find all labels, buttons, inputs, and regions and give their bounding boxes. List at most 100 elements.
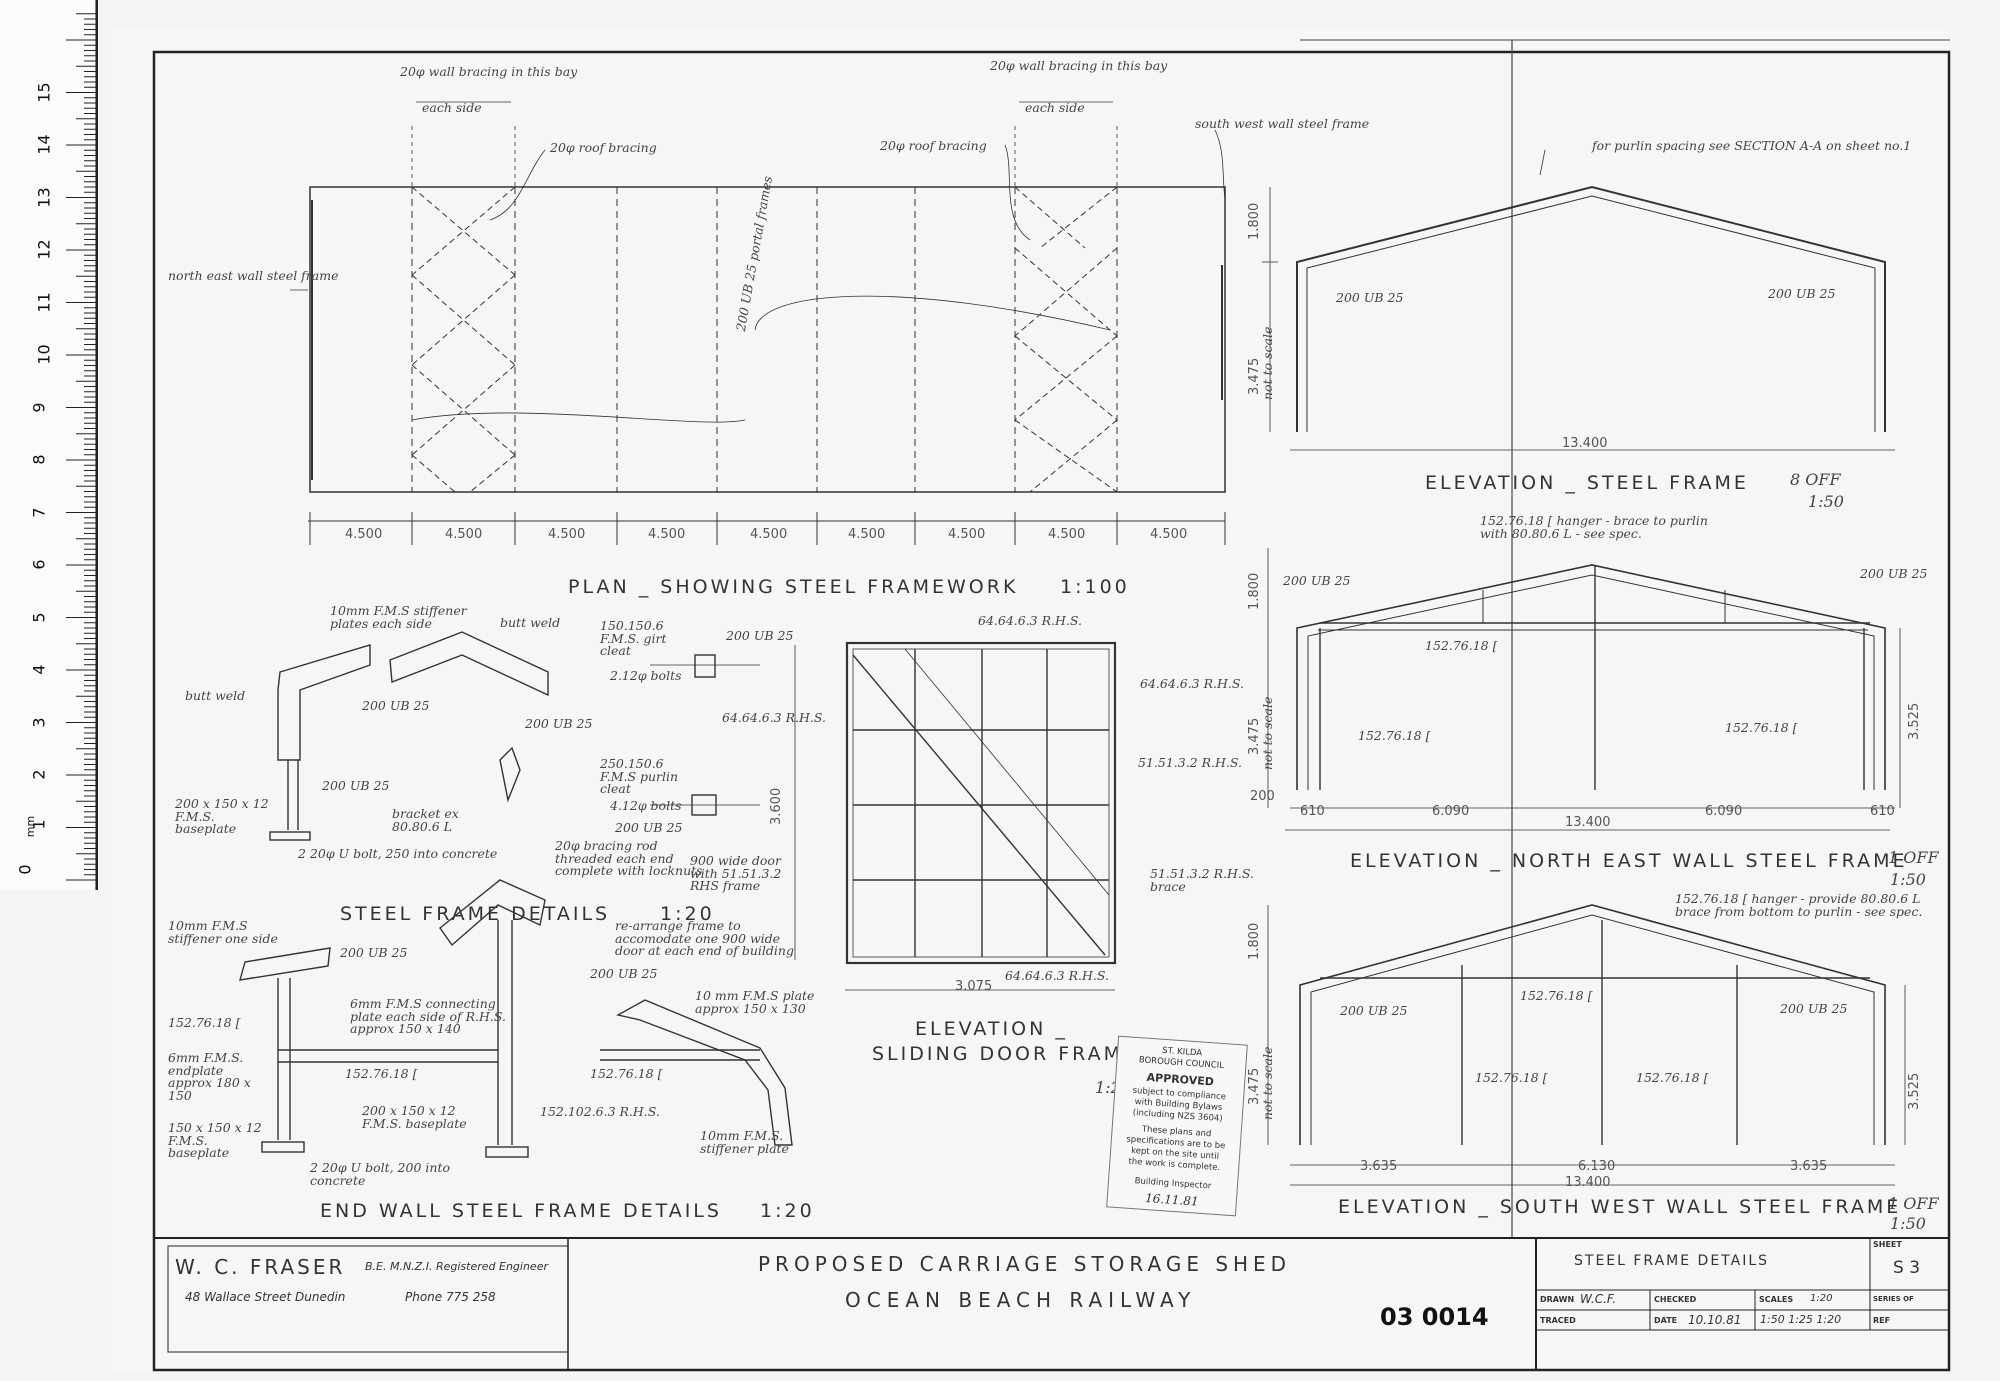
ew-scale: 1:20 bbox=[760, 1200, 815, 1222]
elev-steel-title: ELEVATION _ STEEL FRAME bbox=[1425, 472, 1749, 494]
plan-scale: 1:100 bbox=[1060, 576, 1130, 598]
ew-note-ubolt: 2 20φ U bolt, 200 into concrete bbox=[310, 1160, 450, 1188]
plan-note-ne-frame: north east wall steel frame bbox=[168, 268, 339, 283]
tb-address: 48 Wallace Street Dunedin bbox=[185, 1290, 346, 1304]
elev-ne-dim-4: 610 bbox=[1870, 804, 1895, 819]
elev-sw-span: 13.400 bbox=[1565, 1175, 1611, 1190]
tb-drawing-no: 03 0014 bbox=[1380, 1303, 1489, 1331]
plan-bay-3: 4.500 bbox=[548, 527, 586, 542]
sfd-note-ub-4: 200 UB 25 bbox=[726, 628, 794, 643]
plan-note-roof-bracing-left: 20φ roof bracing bbox=[550, 140, 657, 155]
door-r1: 64.64.6.3 R.H.S. bbox=[1140, 676, 1244, 691]
sfd-note-bolts-2: 2.12φ bolts bbox=[610, 668, 682, 683]
elev-ne-count: 1 OFF bbox=[1888, 848, 1939, 867]
tb-phone: Phone 775 258 bbox=[405, 1290, 496, 1304]
elev-ne-dim-1: 610 bbox=[1300, 804, 1325, 819]
plan-framework bbox=[290, 101, 1226, 545]
end-wall-details-sketch bbox=[239, 879, 793, 1158]
door-bottom: 64.64.6.3 R.H.S. bbox=[1005, 968, 1109, 983]
door-r2: 51.51.3.2 R.H.S. bbox=[1138, 755, 1242, 770]
sfd-note-purlin-cleat: 250.150.6 F.M.S purlin cleat bbox=[600, 756, 679, 796]
elevation-sw-wall bbox=[1267, 904, 1906, 1186]
elev-ne-channel-left: 152.76.18 [ bbox=[1358, 728, 1431, 743]
sfd-note-baseplate: 200 x 150 x 12 F.M.S. baseplate bbox=[175, 796, 269, 836]
tb-date-label: DATE bbox=[1654, 1316, 1678, 1325]
tb-checked-label: CHECKED bbox=[1654, 1295, 1697, 1304]
sfd-note-ubolt: 2 20φ U bolt, 250 into concrete bbox=[298, 846, 498, 861]
elev-sw-note: 152.76.18 [ hanger - provide 80.80.6 L b… bbox=[1675, 891, 1923, 919]
sfd-note-butt-weld-left: butt weld bbox=[185, 688, 246, 703]
elev-sw-channel-right: 152.76.18 [ bbox=[1636, 1070, 1709, 1085]
plan-note-each-side-left: each side bbox=[422, 100, 482, 115]
ew-note-ub-1: 200 UB 25 bbox=[340, 945, 408, 960]
tb-sheet-title: STEEL FRAME DETAILS bbox=[1574, 1253, 1770, 1269]
plan-bay-6: 4.500 bbox=[848, 527, 886, 542]
plan-note-roof-bracing-right: 20φ roof bracing bbox=[880, 138, 987, 153]
elev-ne-base: 200 bbox=[1250, 789, 1275, 804]
elev-sw-rise: 1.800 bbox=[1247, 922, 1262, 960]
tb-qual: B.E. M.N.Z.I. Registered Engineer bbox=[365, 1260, 548, 1273]
plan-note-sw-frame: south west wall steel frame bbox=[1195, 116, 1370, 131]
sfd-note-ub-5: 200 UB 25 bbox=[615, 820, 683, 835]
ew-title: END WALL STEEL FRAME DETAILS bbox=[320, 1200, 722, 1222]
sheet-border bbox=[152, 50, 1951, 1372]
elev-steel-col-right: 200 UB 25 bbox=[1768, 286, 1836, 301]
steel-frame-details-sketch bbox=[269, 631, 760, 841]
elev-steel-rise: 1.800 bbox=[1247, 202, 1262, 240]
title-block-lines bbox=[154, 1237, 1949, 1370]
elev-ne-height-right: 3.525 bbox=[1907, 702, 1922, 740]
ew-note-channel-2: 152.76.18 [ bbox=[345, 1066, 418, 1081]
elev-sw-height-right: 3.525 bbox=[1907, 1072, 1922, 1110]
plan-note-wall-bracing-right: 20φ wall bracing in this bay bbox=[990, 58, 1168, 73]
sfd-note-ub-2: 200 UB 25 bbox=[525, 716, 593, 731]
ew-note-channel-1: 152.76.18 [ bbox=[168, 1015, 241, 1030]
tb-scales: 1:50 1:25 1:20 bbox=[1760, 1313, 1842, 1326]
tb-scales-label: SCALES bbox=[1759, 1295, 1794, 1304]
elev-ne-channel-top: 152.76.18 [ bbox=[1425, 638, 1498, 653]
elev-ne-dim-2: 6.090 bbox=[1432, 804, 1470, 819]
ew-note-channel-3: 152.76.18 [ bbox=[590, 1066, 663, 1081]
elevation-steel-frame bbox=[1262, 149, 1895, 451]
approval-stamp: ST. KILDA BOROUGH COUNCIL APPROVED subje… bbox=[1106, 1035, 1248, 1217]
door-title: ELEVATION _ bbox=[915, 1018, 1068, 1040]
elev-ne-rise: 1.800 bbox=[1247, 572, 1262, 610]
sfd-note-bracing-rod: 20φ bracing rod threaded each end comple… bbox=[555, 838, 703, 878]
tb-engineer: W. C. FRASER bbox=[175, 1255, 346, 1279]
elevation-ne-wall bbox=[1267, 548, 1901, 831]
door-left: 64.64.6.3 R.H.S. bbox=[722, 710, 826, 725]
elev-ne-dim-3: 6.090 bbox=[1705, 804, 1743, 819]
plan-bay-4: 4.500 bbox=[648, 527, 686, 542]
ruler-ticks bbox=[66, 0, 96, 890]
elev-ne-title: ELEVATION _ NORTH EAST WALL STEEL FRAME bbox=[1350, 850, 1908, 872]
elev-sw-count: 1 OFF bbox=[1888, 1194, 1939, 1213]
plan-bay-9: 4.500 bbox=[1150, 527, 1188, 542]
sfd-note-bolts-4: 4.12φ bolts bbox=[610, 798, 682, 813]
ew-note-stiffener-plate: 10mm F.M.S. stiffener plate bbox=[700, 1128, 789, 1156]
plan-bay-1: 4.500 bbox=[345, 527, 383, 542]
tb-sheet-no: S 3 bbox=[1893, 1258, 1921, 1278]
plan-bay-2: 4.500 bbox=[445, 527, 483, 542]
elev-sw-scale: 1:50 bbox=[1890, 1214, 1926, 1233]
door-width: 3.075 bbox=[955, 979, 993, 994]
tb-series-label: SERIES OF bbox=[1873, 1295, 1914, 1303]
elev-ne-ub-left: 200 UB 25 bbox=[1283, 573, 1351, 588]
door-note-900: 900 wide door with 51.51.3.2 RHS frame bbox=[690, 853, 782, 893]
elev-sw-dim-2: 6.130 bbox=[1578, 1159, 1616, 1174]
elev-steel-col-left: 200 UB 25 bbox=[1336, 290, 1404, 305]
plan-title: PLAN _ SHOWING STEEL FRAMEWORK bbox=[568, 576, 1019, 598]
elev-ne-span: 13.400 bbox=[1565, 815, 1611, 830]
sliding-door-frame bbox=[794, 641, 1117, 991]
ew-note-baseplate-1: 200 x 150 x 12 F.M.S. baseplate bbox=[362, 1103, 467, 1131]
door-title-2: SLIDING DOOR FRAME bbox=[872, 1043, 1138, 1065]
tb-ref-label: REF bbox=[1873, 1316, 1891, 1325]
sfd-note-girt-cleat: 150.150.6 F.M.S. girt cleat bbox=[600, 618, 667, 658]
ew-note-stiffener: 10mm F.M.S stiffener one side bbox=[168, 918, 278, 946]
plan-bay-7: 4.500 bbox=[948, 527, 986, 542]
sfd-note-stiffener: 10mm F.M.S stiffener plates each side bbox=[330, 603, 467, 631]
tb-project-2: OCEAN BEACH RAILWAY bbox=[845, 1288, 1197, 1312]
plan-note-wall-bracing-left: 20φ wall bracing in this bay bbox=[400, 64, 578, 79]
elev-sw-title: ELEVATION _ SOUTH WEST WALL STEEL FRAME bbox=[1338, 1196, 1902, 1218]
elev-steel-count: 8 OFF bbox=[1790, 470, 1841, 489]
sfd-title: STEEL FRAME DETAILS bbox=[340, 903, 611, 925]
